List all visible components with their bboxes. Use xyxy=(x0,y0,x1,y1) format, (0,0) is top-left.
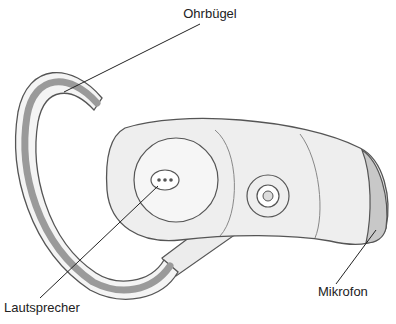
part-label: Mikrofon xyxy=(318,284,368,300)
pivot-button xyxy=(263,191,273,201)
body-seam xyxy=(300,134,320,238)
pivot-button xyxy=(257,185,279,207)
leader-line xyxy=(40,186,158,298)
speaker-hole xyxy=(169,178,173,182)
microphone-tip xyxy=(362,150,387,243)
pivot-button xyxy=(247,175,289,217)
part-label: Ohrbügel xyxy=(183,6,236,22)
speaker-grille xyxy=(151,170,179,190)
leader-line xyxy=(64,24,200,92)
speaker-housing xyxy=(134,138,218,222)
speaker-hole xyxy=(157,178,161,182)
headset-body xyxy=(107,118,388,244)
part-label: Lautsprecher xyxy=(4,300,80,316)
speaker-hole xyxy=(163,178,167,182)
leader-line xyxy=(336,230,376,284)
ear-hook xyxy=(16,73,178,300)
